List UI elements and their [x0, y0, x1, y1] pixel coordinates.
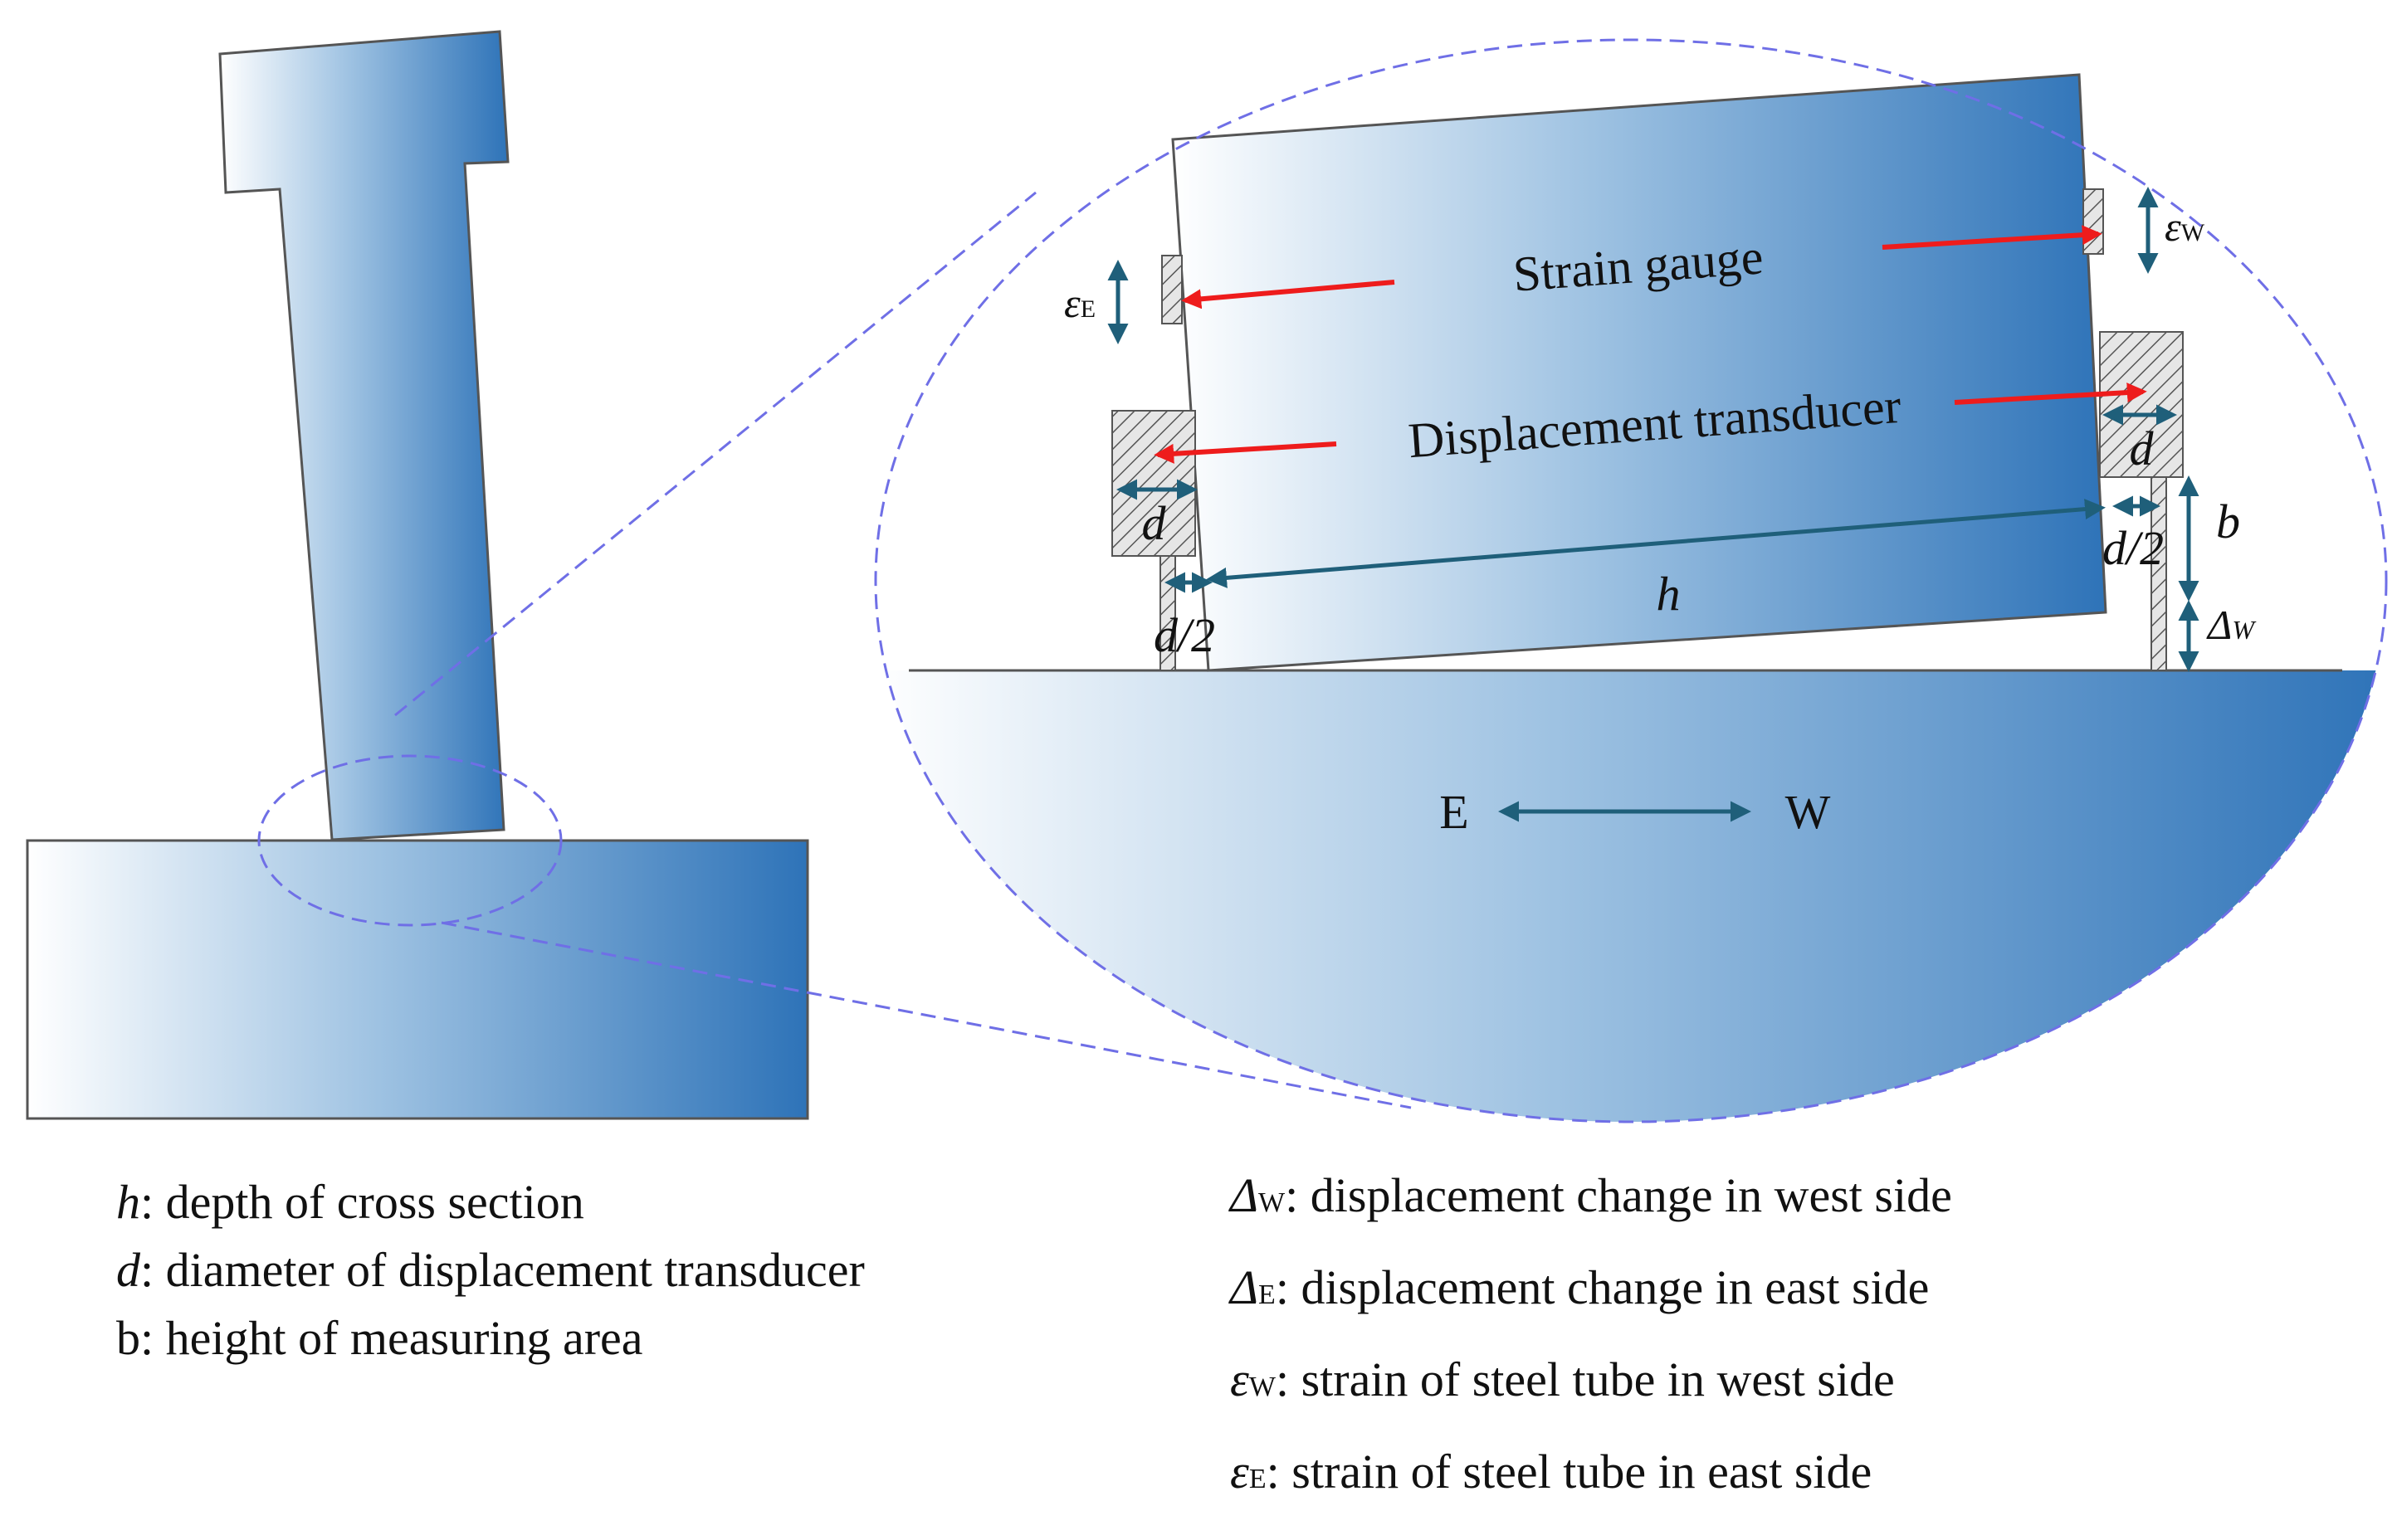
zoom-detail: Strain gauge Displacement transducer h d… — [874, 38, 2388, 1123]
legend-symbol: Δ — [1230, 1260, 1259, 1314]
detail-circle — [257, 754, 563, 927]
legend-item-eps-w: εW: strain of steel tube in west side — [1230, 1356, 1952, 1448]
zoom-oval — [874, 38, 2388, 1123]
legend-text: b: height of measuring area — [116, 1311, 643, 1365]
label-eps-w-sub: W — [2181, 219, 2205, 246]
legend-item-delta-w: ΔW: displacement change in west side — [1230, 1172, 1952, 1264]
legend-subscript: W — [1258, 1187, 1286, 1218]
legend-item-b: b: height of measuring area — [116, 1314, 865, 1382]
column — [218, 30, 510, 841]
legend-symbol: ε — [1230, 1445, 1249, 1499]
zoom-foundation — [876, 670, 2386, 1122]
label-b: b — [2216, 495, 2240, 548]
label-delta-w: ΔW — [2206, 602, 2257, 648]
label-west: W — [1785, 785, 1831, 839]
legend-item-h: h: depth of cross section — [116, 1178, 865, 1246]
legend-subscript: E — [1248, 1464, 1267, 1494]
label-d-west: d — [2130, 422, 2155, 475]
legend-item-eps-e: εE: strain of steel tube in east side — [1230, 1448, 1952, 1540]
legend-symbol: d — [116, 1243, 140, 1297]
foundation — [26, 839, 809, 1120]
legend-item-d: d: diameter of displacement transducer — [116, 1246, 865, 1314]
label-east: E — [1439, 785, 1468, 839]
dim-h — [1206, 499, 2106, 588]
legend-text: : diameter of displacement transducer — [140, 1243, 865, 1297]
legend-text: : strain of steel tube in east side — [1266, 1445, 1872, 1499]
label-h: h — [1657, 567, 1681, 621]
strain-gauge-west — [2082, 188, 2104, 255]
label-dhalf-west: d/2 — [2102, 521, 2164, 575]
label-dhalf-east: d/2 — [1154, 608, 1215, 662]
label-eps-e-sub: E — [1081, 295, 1096, 323]
arrow-transducer-east — [1154, 441, 1337, 464]
legend-subscript: E — [1258, 1279, 1276, 1310]
zoom-column — [1171, 73, 2107, 672]
transducer-west-rod — [2150, 476, 2167, 671]
arrow-strain-east — [1181, 280, 1395, 309]
legend-symbol: ε — [1230, 1352, 1249, 1406]
legend-text: : depth of cross section — [140, 1175, 584, 1229]
label-d-east: d — [1142, 496, 1167, 550]
label-eps-e: εE — [1064, 280, 1096, 326]
zoom-line-bottom — [441, 921, 1412, 1109]
legend-symbol: Δ — [1230, 1168, 1259, 1222]
legend-symbol: h — [116, 1175, 140, 1229]
label-eps-w-symbol: ε — [2165, 203, 2181, 250]
legend-item-delta-e: ΔE: displacement change in east side — [1230, 1264, 1952, 1356]
strain-gauge-east — [1161, 255, 1183, 324]
arrow-transducer-west — [1954, 383, 2147, 405]
label-delta-w-symbol: Δ — [2206, 602, 2232, 648]
zoom-line-top — [394, 191, 1037, 717]
legend-right: ΔW: displacement change in west side ΔE:… — [1230, 1172, 1952, 1540]
label-eps-e-symbol: ε — [1064, 280, 1081, 326]
label-delta-w-sub: W — [2232, 615, 2257, 645]
legend-text: : displacement change in west side — [1285, 1168, 1952, 1222]
legend-text: : displacement change in east side — [1275, 1260, 1930, 1314]
label-eps-w: εW — [2165, 203, 2205, 250]
arrow-strain-west — [1882, 225, 2102, 250]
legend-left: h: depth of cross section d: diameter of… — [116, 1178, 865, 1382]
legend-subscript: W — [1248, 1372, 1276, 1402]
legend-text: : strain of steel tube in west side — [1275, 1352, 1895, 1406]
